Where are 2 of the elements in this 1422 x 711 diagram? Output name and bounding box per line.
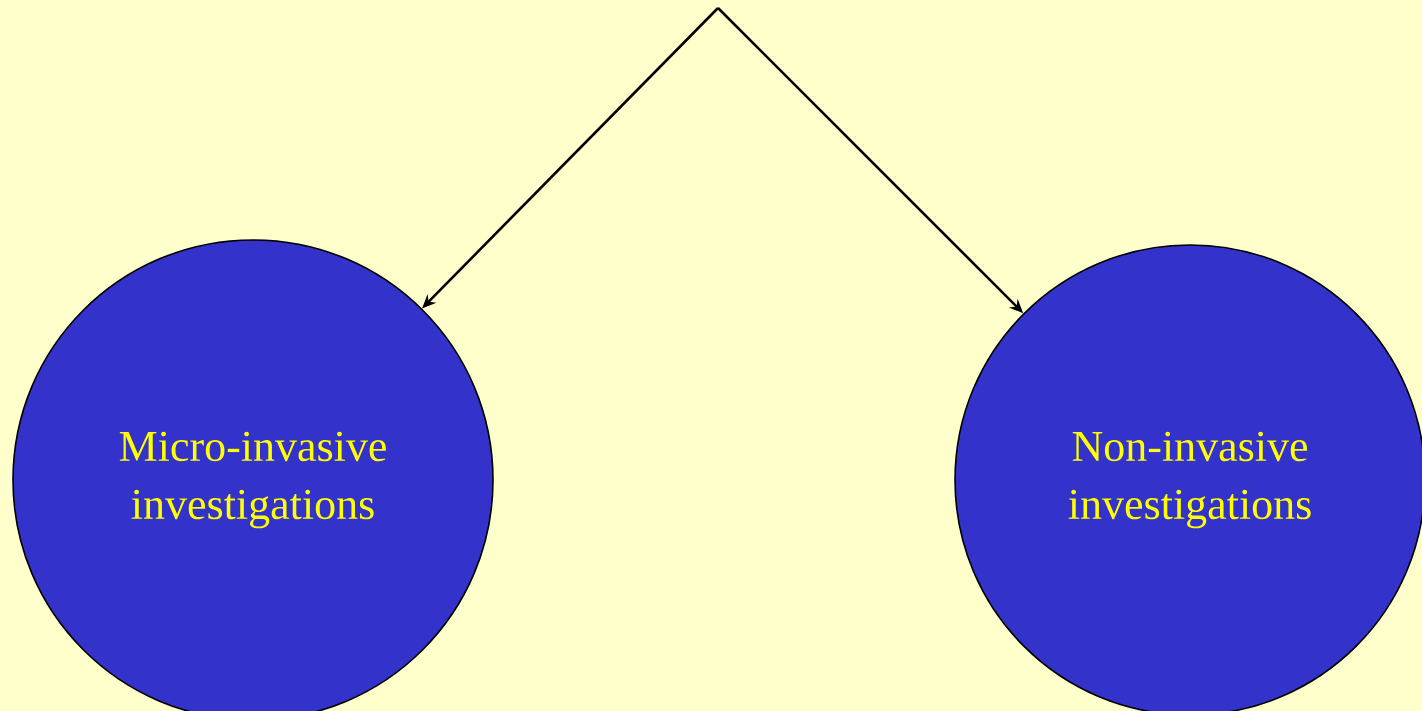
circle-node: Micro-invasive investigations bbox=[12, 239, 494, 711]
circle-node: Non-invasive investigations bbox=[954, 244, 1422, 711]
